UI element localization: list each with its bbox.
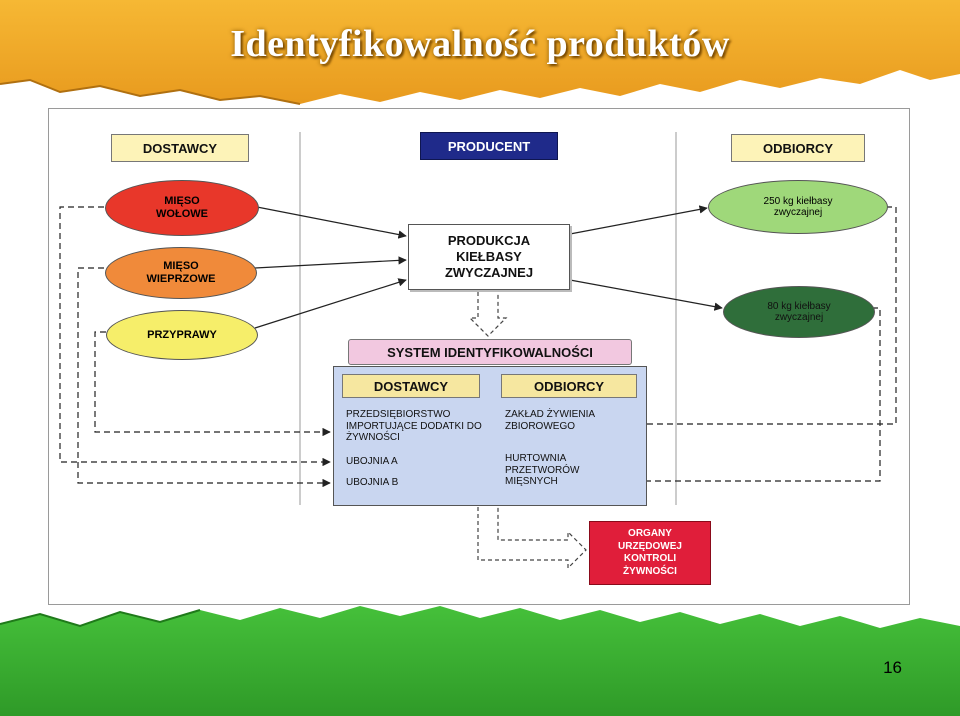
header-producer: PRODUCENT	[420, 132, 558, 160]
control-box: ORGANY URZĘDOWEJ KONTROLI ŻYWNOŚCI	[589, 521, 711, 585]
input-beef: MIĘSO WOŁOWE	[105, 180, 259, 236]
output-250kg: 250 kg kiełbasy zwyczajnej	[708, 180, 888, 234]
system-supplier-importer: PRZEDSIĘBIORSTWO IMPORTUJĄCE DODATKI DO …	[346, 409, 482, 443]
production-box: PRODUKCJA KIEŁBASY ZWYCZAJNEJ	[408, 224, 570, 290]
input-spices-label: PRZYPRAWY	[147, 328, 217, 341]
bottom-banner	[0, 606, 960, 716]
input-pork: MIĘSO WIEPRZOWE	[105, 247, 257, 299]
system-title: SYSTEM IDENTYFIKOWALNOŚCI	[348, 339, 632, 365]
output-80kg: 80 kg kiełbasy zwyczajnej	[723, 286, 875, 338]
system-supplier-ubojnia-b: UBOJNIA B	[346, 477, 399, 488]
system-col-recipients: ODBIORCY	[501, 374, 637, 398]
system-recipient-zaklad: ZAKŁAD ŻYWIENIA ZBIOROWEGO	[505, 409, 595, 432]
header-recipients: ODBIORCY	[731, 134, 865, 162]
system-recipient-hurtownia: HURTOWNIA PRZETWORÓW MIĘSNYCH	[505, 453, 580, 487]
output-80kg-label: 80 kg kiełbasy zwyczajnej	[767, 300, 831, 324]
input-spices: PRZYPRAWY	[106, 310, 258, 360]
input-beef-label: MIĘSO WOŁOWE	[156, 195, 208, 220]
system-supplier-ubojnia-a: UBOJNIA A	[346, 456, 398, 467]
system-col-suppliers: DOSTAWCY	[342, 374, 480, 398]
page-number: 16	[883, 658, 902, 677]
input-pork-label: MIĘSO WIEPRZOWE	[146, 260, 216, 285]
control-label: ORGANY URZĘDOWEJ KONTROLI ŻYWNOŚCI	[618, 528, 682, 577]
slide-title: Identyfikowalność produktów	[230, 23, 730, 65]
top-banner	[0, 0, 960, 105]
output-250kg-label: 250 kg kiełbasy zwyczajnej	[763, 195, 833, 219]
header-suppliers: DOSTAWCY	[111, 134, 249, 162]
production-label: PRODUKCJA KIEŁBASY ZWYCZAJNEJ	[444, 232, 534, 281]
